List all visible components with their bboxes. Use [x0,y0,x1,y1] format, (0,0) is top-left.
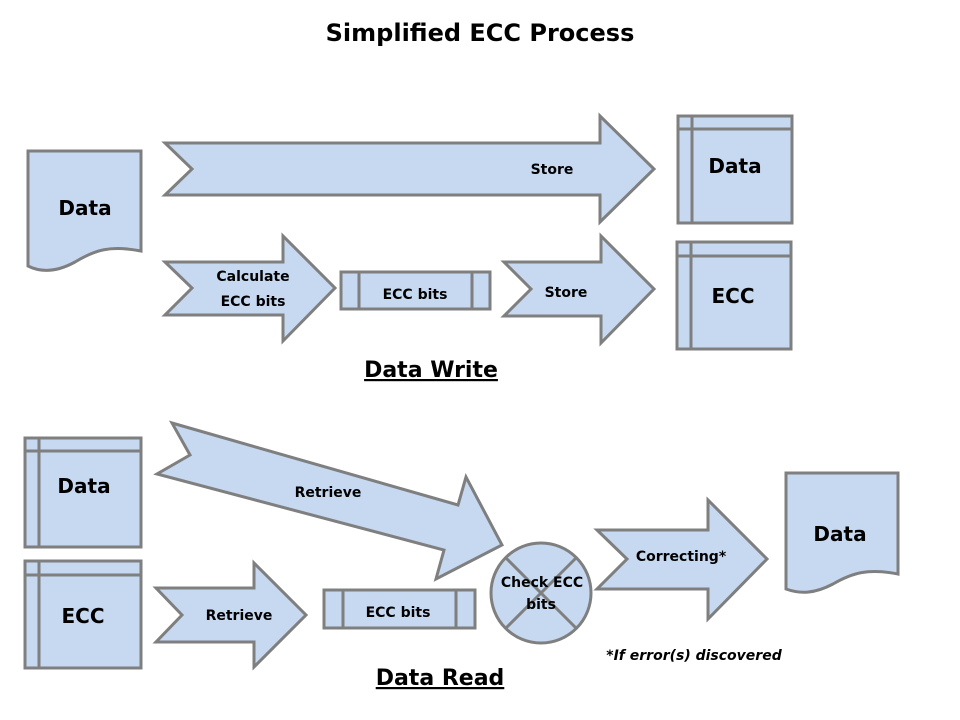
write-calculate-arrow: Calculate ECC bits [161,232,338,345]
diagram-title: Simplified ECC Process [326,19,635,47]
read-retrieve-arrow-top: Retrieve [153,420,505,582]
read-output-document-label: Data [813,522,866,546]
write-calculate-arrow-line2: ECC bits [221,294,286,310]
write-storage-ecc: ECC [675,240,793,351]
write-storage-data-label: Data [708,154,761,178]
write-store-arrow-bottom: Store [500,232,657,347]
write-source-document-label: Data [58,196,111,220]
read-retrieve-arrow-top-label: Retrieve [295,485,362,501]
write-storage-data: Data [676,114,794,225]
check-circle-line2: bits [526,597,556,613]
read-storage-ecc: ECC [23,559,143,670]
error-footnote: *If error(s) discovered [606,648,782,664]
read-retrieve-arrow-bottom: Retrieve [152,559,309,671]
check-ecc-bits-circle: Check ECC bits [489,541,593,645]
write-ecc-bits-label: ECC bits [383,287,448,303]
check-circle-line1: Check ECC [501,575,583,591]
write-source-document: Data [26,149,143,272]
data-write-heading: Data Write [364,358,498,383]
read-storage-data-label: Data [57,474,110,498]
write-store-arrow-top-label: Store [531,162,574,178]
read-storage-data: Data [23,436,143,549]
write-store-arrow-bottom-label: Store [545,285,588,301]
write-ecc-bits-box: ECC bits [339,270,492,311]
read-ecc-bits-box: ECC bits [322,588,477,630]
write-store-arrow-top: Store [161,112,657,226]
write-storage-ecc-label: ECC [711,284,754,308]
read-ecc-bits-label: ECC bits [366,605,431,621]
read-output-document: Data [784,471,900,594]
read-storage-ecc-label: ECC [61,604,104,628]
correcting-arrow: Correcting* [593,496,770,623]
correcting-arrow-label: Correcting* [636,549,727,565]
data-read-heading: Data Read [376,666,505,691]
read-retrieve-arrow-bottom-label: Retrieve [206,608,273,624]
write-calculate-arrow-line1: Calculate [216,269,289,285]
